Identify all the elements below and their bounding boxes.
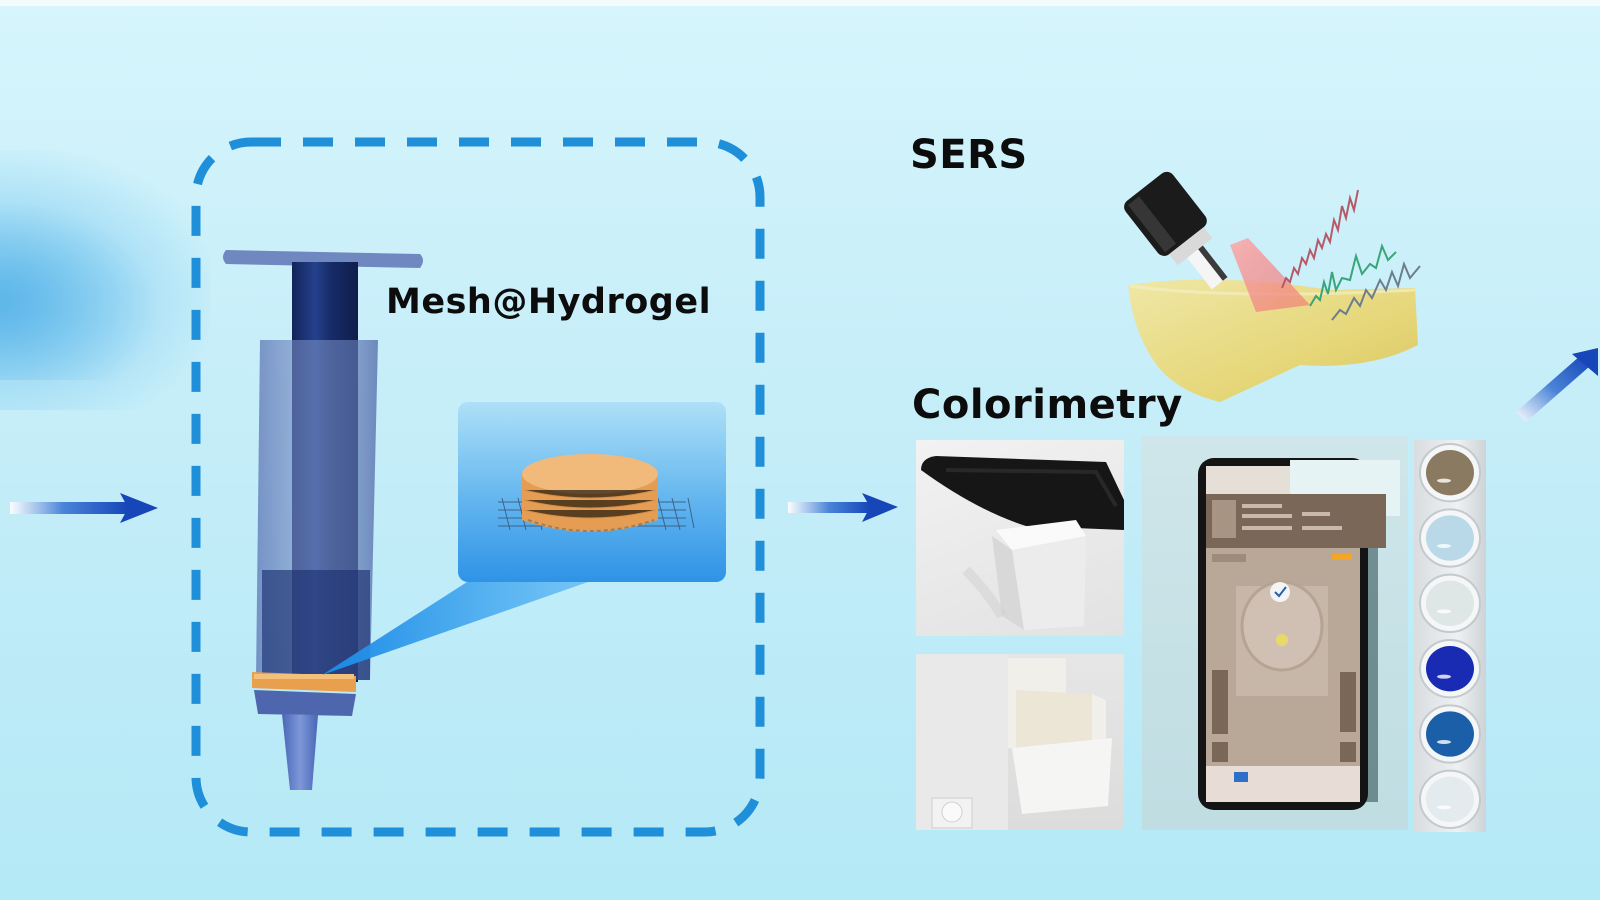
photo-smartphone-app — [1142, 436, 1408, 830]
laser-beam — [1230, 238, 1310, 312]
well-dark-blue — [1419, 639, 1481, 699]
well-white — [1419, 573, 1481, 633]
top-band — [0, 0, 1600, 6]
syringe-illustration — [223, 250, 423, 790]
dashed-frame — [191, 137, 765, 837]
well-brown — [1419, 443, 1481, 503]
cloud-decoration-inner — [0, 200, 160, 380]
colorimetry-label: Colorimetry — [912, 382, 1183, 428]
spectrum-line-gray — [1331, 260, 1421, 321]
hydrogel-zoom-panel — [458, 402, 726, 582]
arrow-right-icon — [10, 493, 158, 523]
hydrogel-disc-icon — [498, 454, 695, 532]
well-clear — [1419, 769, 1481, 830]
photo-phone-holder — [916, 440, 1124, 636]
mesh-hydrogel-label: Mesh@Hydrogel — [386, 282, 712, 322]
hydrogel-block — [1128, 279, 1418, 402]
spectrum-line-red — [1281, 189, 1359, 289]
laser-probe-icon — [1124, 171, 1228, 290]
sers-label: SERS — [910, 132, 1028, 178]
spectrum-line-green — [1309, 242, 1397, 307]
arrow-right-icon — [788, 493, 898, 522]
arrow-up-right-icon — [1516, 348, 1598, 422]
well-medium-blue — [1419, 704, 1481, 764]
zoom-callout-beam — [322, 575, 588, 675]
sers-illustration — [1124, 171, 1421, 402]
photo-holder-box — [916, 654, 1124, 830]
well-light-blue — [1419, 508, 1481, 568]
photo-color-wells — [1414, 440, 1486, 832]
